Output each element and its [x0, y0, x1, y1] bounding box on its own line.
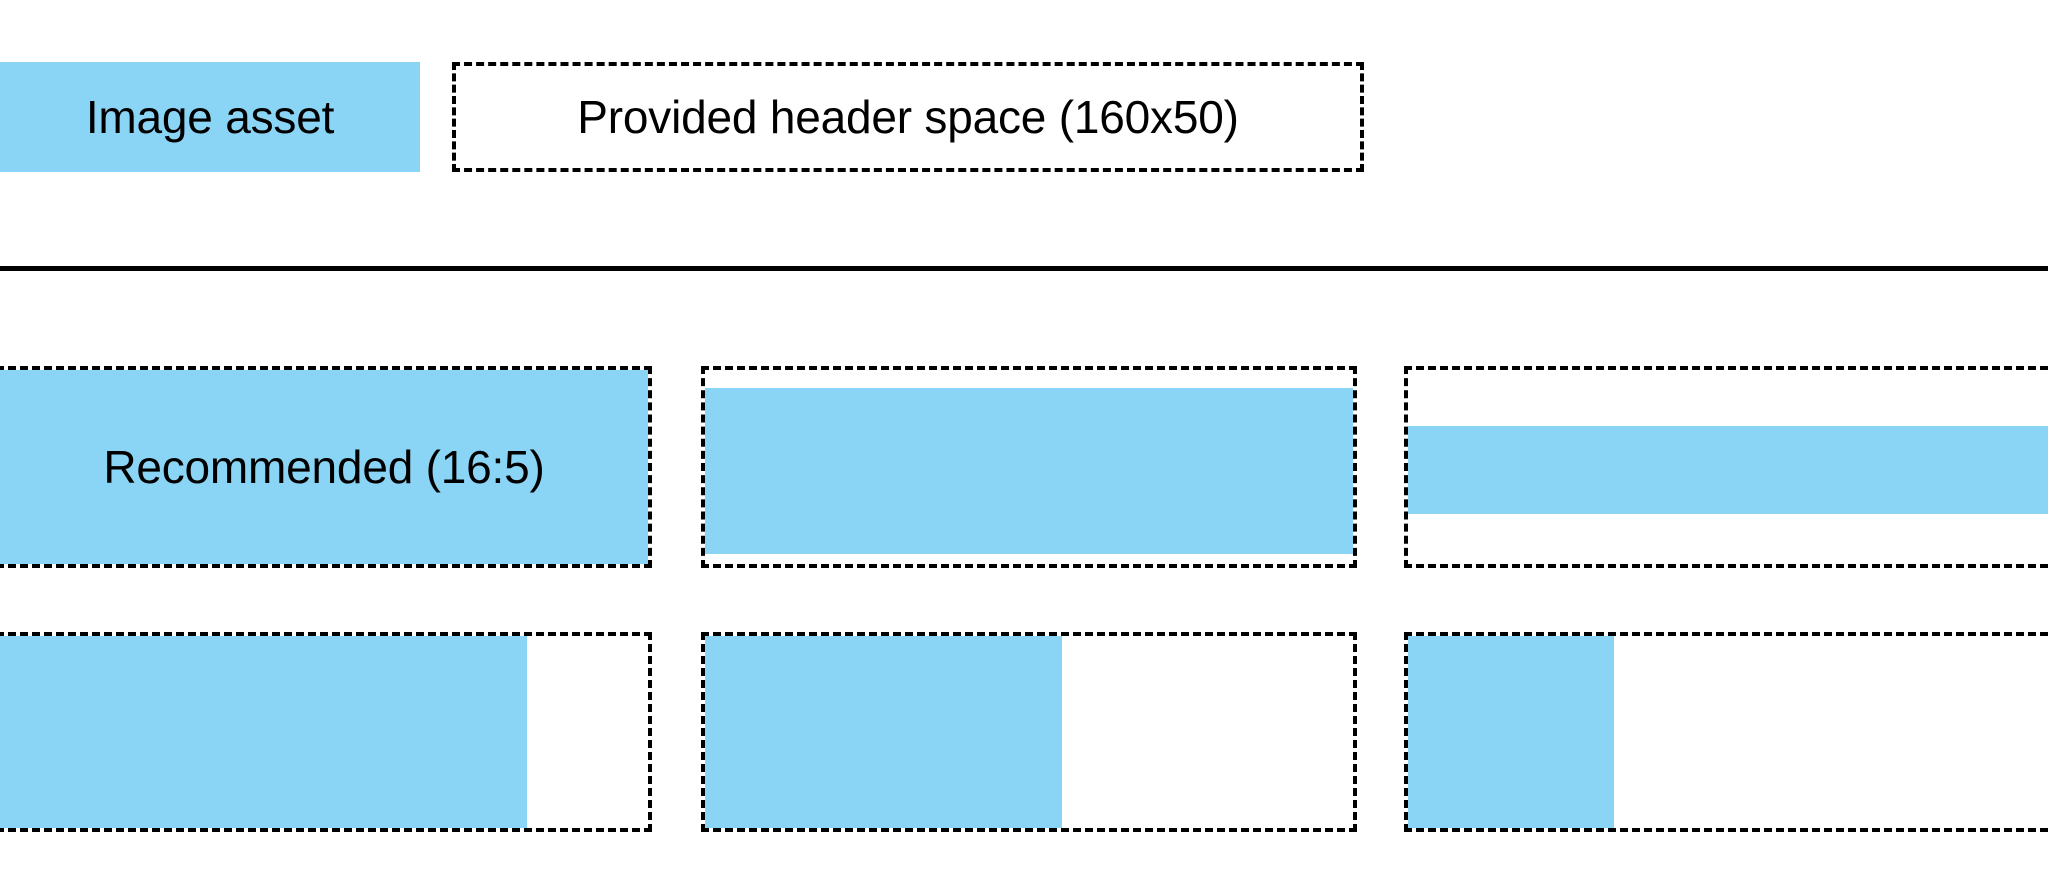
asset-fill-square [1408, 636, 1614, 828]
header-region: Image asset Provided header space (160x5… [0, 0, 2048, 271]
provided-header-space-box: Provided header space (160x50) [452, 62, 1364, 172]
ratio-cell-narrow-1-1 [701, 632, 1357, 832]
ratio-cell-narrow-4-3 [0, 632, 652, 832]
image-asset-label: Image asset [85, 91, 335, 143]
image-asset-swatch: Image asset [0, 62, 420, 172]
asset-fill-16-2 [1408, 426, 2048, 514]
asset-fill-16-5 [0, 370, 648, 564]
ratio-examples-grid: Recommended (16:5) [0, 268, 2048, 896]
provided-header-space-label: Provided header space (160x50) [577, 91, 1239, 143]
asset-fill-1-1 [705, 636, 1062, 828]
ratio-cell-wide-16-2 [1404, 366, 2048, 568]
asset-fill-4-3 [0, 636, 527, 828]
ratio-cell-wide-16-4 [701, 366, 1357, 568]
asset-fill-16-4 [705, 388, 1353, 554]
ratio-cell-narrow-square [1404, 632, 2048, 832]
ratio-cell-recommended-16-5: Recommended (16:5) [0, 366, 652, 568]
section-divider [0, 266, 2048, 271]
